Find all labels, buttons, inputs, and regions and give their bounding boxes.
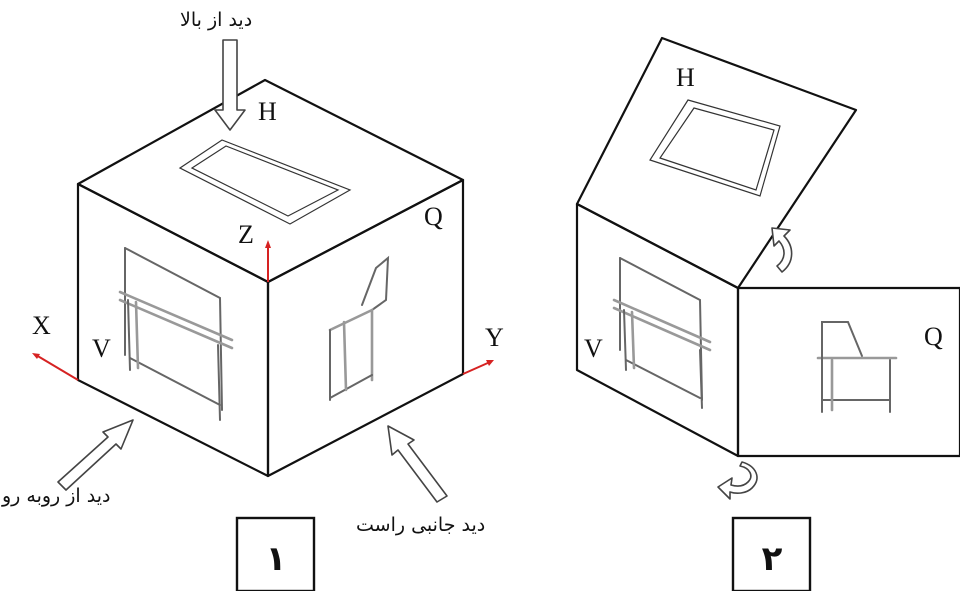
top-view-arrow bbox=[214, 39, 246, 131]
caption-side-view: دید جانبی راست bbox=[356, 514, 485, 536]
label-H-fig2: H bbox=[676, 63, 695, 92]
unfolded-front-view-chair bbox=[612, 257, 712, 409]
rotate-up-arrow-icon bbox=[771, 227, 793, 273]
top-view-chair-outline bbox=[178, 139, 352, 225]
label-X: X bbox=[32, 311, 51, 340]
unfolded-side-view-chair bbox=[816, 321, 898, 413]
axis-z bbox=[265, 240, 271, 282]
unfolded-front-face-V bbox=[575, 202, 740, 458]
front-view-chair bbox=[118, 247, 234, 421]
caption-front-view: دید از روبه رو bbox=[1, 485, 110, 507]
label-Z: Z bbox=[238, 220, 254, 249]
figure-2-number-box bbox=[731, 516, 812, 591]
label-H-fig1: H bbox=[258, 97, 277, 126]
unfolded-side-face-Q bbox=[736, 286, 960, 458]
side-view-arrow bbox=[387, 425, 448, 503]
label-Q-fig1: Q bbox=[424, 202, 443, 231]
figure-1-number: ۱ bbox=[266, 539, 287, 579]
axis-y bbox=[462, 360, 494, 375]
unfolded-top-view-drawing bbox=[649, 99, 781, 197]
label-Q-fig2: Q bbox=[924, 322, 943, 351]
unfolded-top-face-H bbox=[575, 36, 858, 290]
front-view-arrow bbox=[57, 419, 134, 491]
label-V-fig1: V bbox=[92, 334, 111, 363]
label-Y: Y bbox=[485, 323, 504, 352]
figure-1-cube: H Q Z V X Y دید از بالا دید از روبه رو د… bbox=[1, 9, 504, 591]
figure-1-number-box bbox=[235, 516, 316, 591]
label-V-fig2: V bbox=[584, 334, 603, 363]
figure-2-number: ۲ bbox=[762, 539, 783, 579]
figure-2-unfolded: H V Q ۲ bbox=[575, 36, 960, 591]
side-view-chair bbox=[328, 255, 390, 401]
rotate-side-arrow-icon bbox=[717, 461, 758, 500]
axis-x bbox=[32, 353, 79, 381]
caption-top-view: دید از بالا bbox=[180, 9, 252, 31]
